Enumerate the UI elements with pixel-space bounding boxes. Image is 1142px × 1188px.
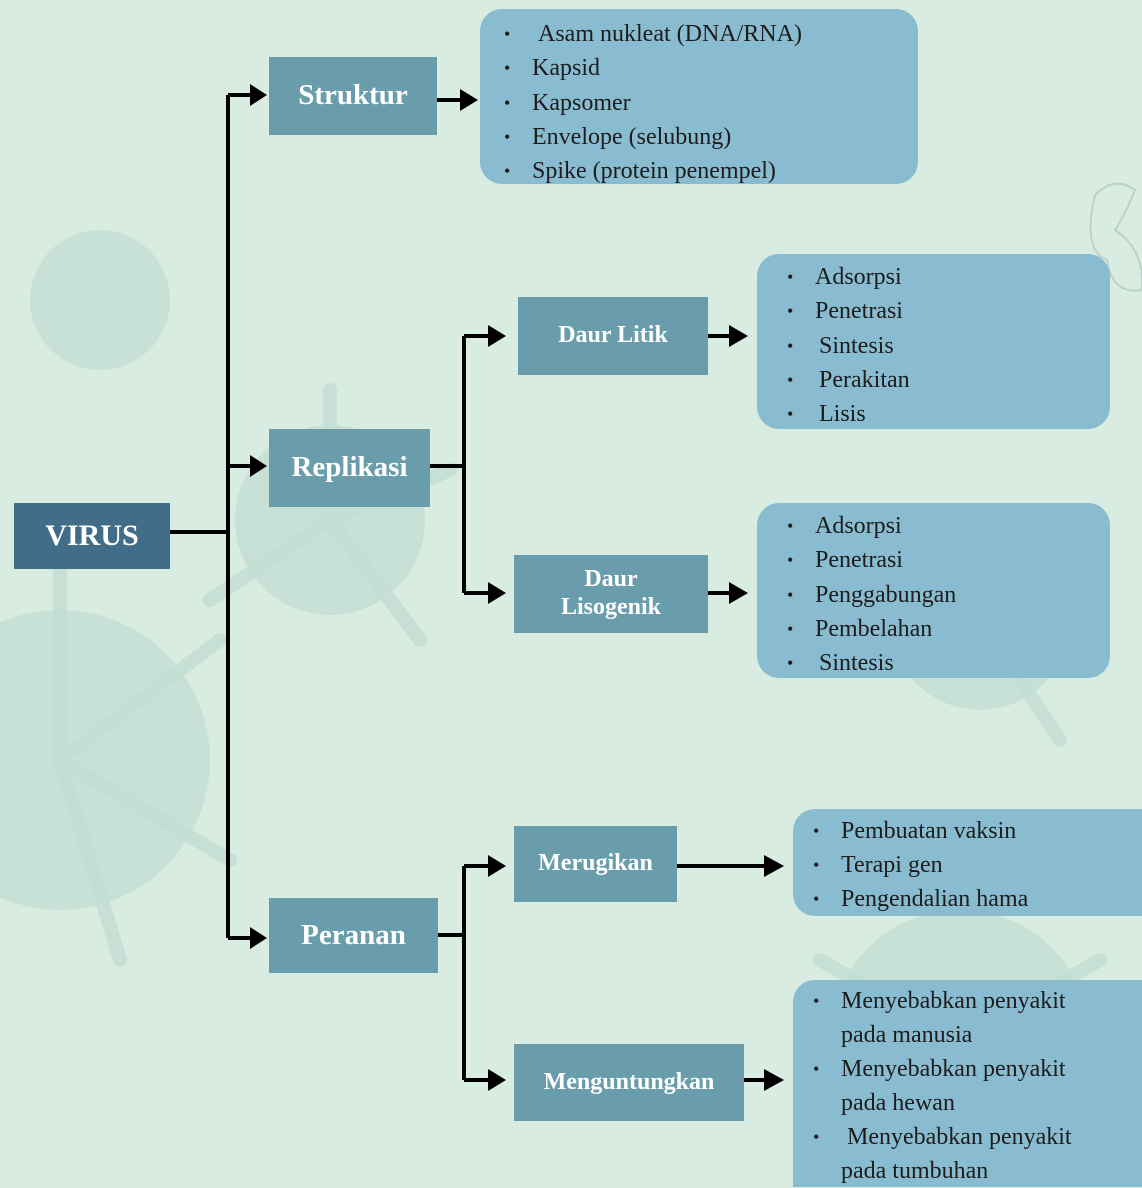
- struktur-label: Struktur: [298, 79, 408, 112]
- menguntungkan-item-line2: pada manusia: [841, 1022, 973, 1048]
- daur-lisogenik-list-item: Sintesis: [787, 646, 1100, 681]
- merugikan-node: Merugikan: [514, 826, 677, 902]
- replikasi-node: Replikasi: [269, 429, 430, 507]
- daur-lisogenik-node: Daur Lisogenik: [514, 555, 708, 633]
- daur-litik-list-item: Perakitan: [787, 363, 1100, 398]
- daur-lisogenik-label-line1: Daur: [584, 566, 638, 593]
- struktur-node: Struktur: [269, 57, 437, 135]
- daur-litik-list-panel: Adsorpsi Penetrasi Sintesis Perakitan Li…: [757, 254, 1110, 432]
- menguntungkan-item-line1: Menyebabkan penyakit: [847, 1124, 1072, 1150]
- daur-lisogenik-list-item: Pembelahan: [787, 612, 1100, 647]
- menguntungkan-item-line1: Menyebabkan penyakit: [841, 1056, 1066, 1082]
- replikasi-label: Replikasi: [291, 451, 408, 484]
- daur-litik-list-item: Adsorpsi: [787, 260, 1100, 295]
- menguntungkan-node: Menguntungkan: [514, 1044, 744, 1121]
- merugikan-list-panel: Pembuatan vaksin Terapi gen Pengendalian…: [793, 809, 1142, 916]
- daur-lisogenik-list-item: Penggabungan: [787, 578, 1100, 613]
- daur-lisogenik-label-line2: Lisogenik: [560, 594, 662, 620]
- struktur-list-item: Kapsomer: [504, 86, 908, 121]
- daur-lisogenik-list-item: Penetrasi: [787, 543, 1100, 578]
- daur-lisogenik-list-item: Adsorpsi: [787, 509, 1100, 544]
- daur-litik-list-item: Penetrasi: [787, 294, 1100, 329]
- peranan-label: Peranan: [301, 918, 406, 951]
- merugikan-list-item: Pembuatan vaksin: [813, 814, 1136, 848]
- menguntungkan-label: Menguntungkan: [543, 1068, 715, 1095]
- menguntungkan-list-panel: Menyebabkan penyakit pada manusia Menyeb…: [793, 980, 1142, 1187]
- virus-root-label: VIRUS: [45, 518, 139, 552]
- struktur-list-item: Envelope (selubung): [504, 120, 908, 155]
- menguntungkan-item-line2: pada tumbuhan: [841, 1158, 989, 1184]
- daur-litik-list-item: Sintesis: [787, 329, 1100, 364]
- struktur-list-item: Spike (protein penempel): [504, 154, 908, 189]
- merugikan-list-item: Pengendalian hama: [813, 882, 1136, 916]
- daur-litik-list-item: Lisis: [787, 397, 1100, 432]
- menguntungkan-item-line2: pada hewan: [841, 1090, 955, 1116]
- struktur-list-panel: Asam nukleat (DNA/RNA) Kapsid Kapsomer E…: [480, 9, 918, 189]
- menguntungkan-item-line1: Menyebabkan penyakit: [841, 988, 1066, 1014]
- merugikan-list-item: Terapi gen: [813, 848, 1136, 882]
- struktur-list-item: Kapsid: [504, 51, 908, 86]
- merugikan-label: Merugikan: [538, 850, 653, 877]
- daur-litik-label: Daur Litik: [558, 322, 668, 349]
- daur-litik-node: Daur Litik: [518, 297, 708, 375]
- struktur-list-item: Asam nukleat (DNA/RNA): [504, 17, 908, 52]
- peranan-node: Peranan: [269, 898, 438, 973]
- virus-root-node: VIRUS: [14, 503, 170, 569]
- menguntungkan-list-item: Menyebabkan penyakit pada manusia: [813, 984, 1136, 1052]
- daur-lisogenik-list-panel: Adsorpsi Penetrasi Penggabungan Pembelah…: [757, 503, 1110, 681]
- menguntungkan-list-item: Menyebabkan penyakit pada hewan: [813, 1052, 1136, 1120]
- menguntungkan-list-item: Menyebabkan penyakit pada tumbuhan: [813, 1120, 1136, 1188]
